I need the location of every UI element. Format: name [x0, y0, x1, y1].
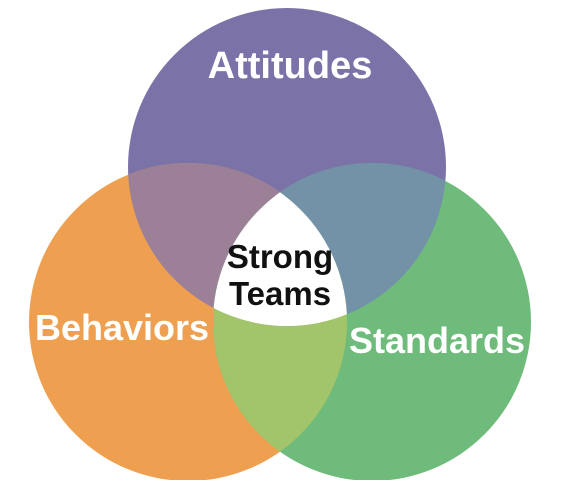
standards-label: Standards: [349, 320, 525, 361]
behaviors-label: Behaviors: [35, 307, 209, 348]
center-overlap: [213, 163, 347, 326]
attitudes-label: Attitudes: [208, 45, 373, 87]
center-label-line1: Strong: [227, 238, 333, 275]
center-label-line2: Teams: [229, 275, 331, 312]
